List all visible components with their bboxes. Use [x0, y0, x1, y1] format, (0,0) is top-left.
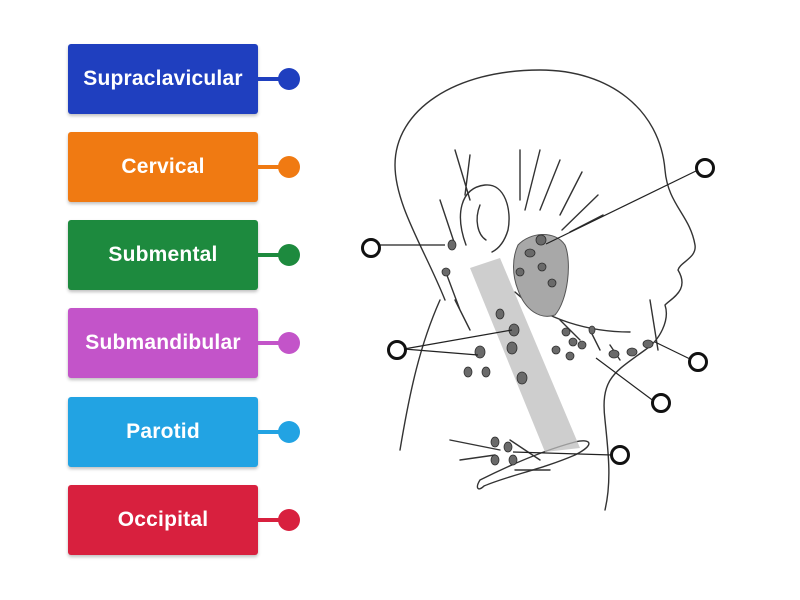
drag-handle-occipital[interactable] — [278, 509, 300, 531]
connector-line — [258, 430, 280, 434]
label-button-cervical[interactable]: Cervical — [68, 132, 258, 202]
drop-target-cervical-area[interactable] — [387, 340, 407, 360]
drop-target-submental-area[interactable] — [688, 352, 708, 372]
leader-lines — [380, 169, 699, 456]
label-button-supraclavicular[interactable]: Supraclavicular — [68, 44, 258, 114]
connector-line — [258, 518, 280, 522]
drop-target-supraclavicular-area[interactable] — [610, 445, 630, 465]
lymph-nodes — [441, 234, 654, 466]
muscle-band — [470, 258, 580, 452]
drop-target-parotid-area[interactable] — [695, 158, 715, 178]
label-button-submandibular[interactable]: Submandibular — [68, 308, 258, 378]
label-text: Submental — [108, 243, 218, 266]
connector-line — [258, 253, 280, 257]
drag-handle-submental[interactable] — [278, 244, 300, 266]
drop-target-submandibular-area[interactable] — [651, 393, 671, 413]
label-text: Cervical — [121, 155, 205, 178]
drag-handle-cervical[interactable] — [278, 156, 300, 178]
connector-line — [258, 165, 280, 169]
label-button-parotid[interactable]: Parotid — [68, 397, 258, 467]
drag-handle-parotid[interactable] — [278, 421, 300, 443]
label-text: Parotid — [126, 420, 200, 443]
drag-handle-supraclavicular[interactable] — [278, 68, 300, 90]
head-neck-diagram — [380, 69, 699, 511]
label-text: Submandibular — [85, 331, 241, 354]
label-button-submental[interactable]: Submental — [68, 220, 258, 290]
label-button-occipital[interactable]: Occipital — [68, 485, 258, 555]
drag-handle-submandibular[interactable] — [278, 332, 300, 354]
connector-line — [258, 77, 280, 81]
label-text: Occipital — [117, 508, 209, 531]
drop-target-occipital-area[interactable] — [361, 238, 381, 258]
label-text: Supraclavicular — [83, 67, 243, 90]
connector-line — [258, 341, 280, 345]
